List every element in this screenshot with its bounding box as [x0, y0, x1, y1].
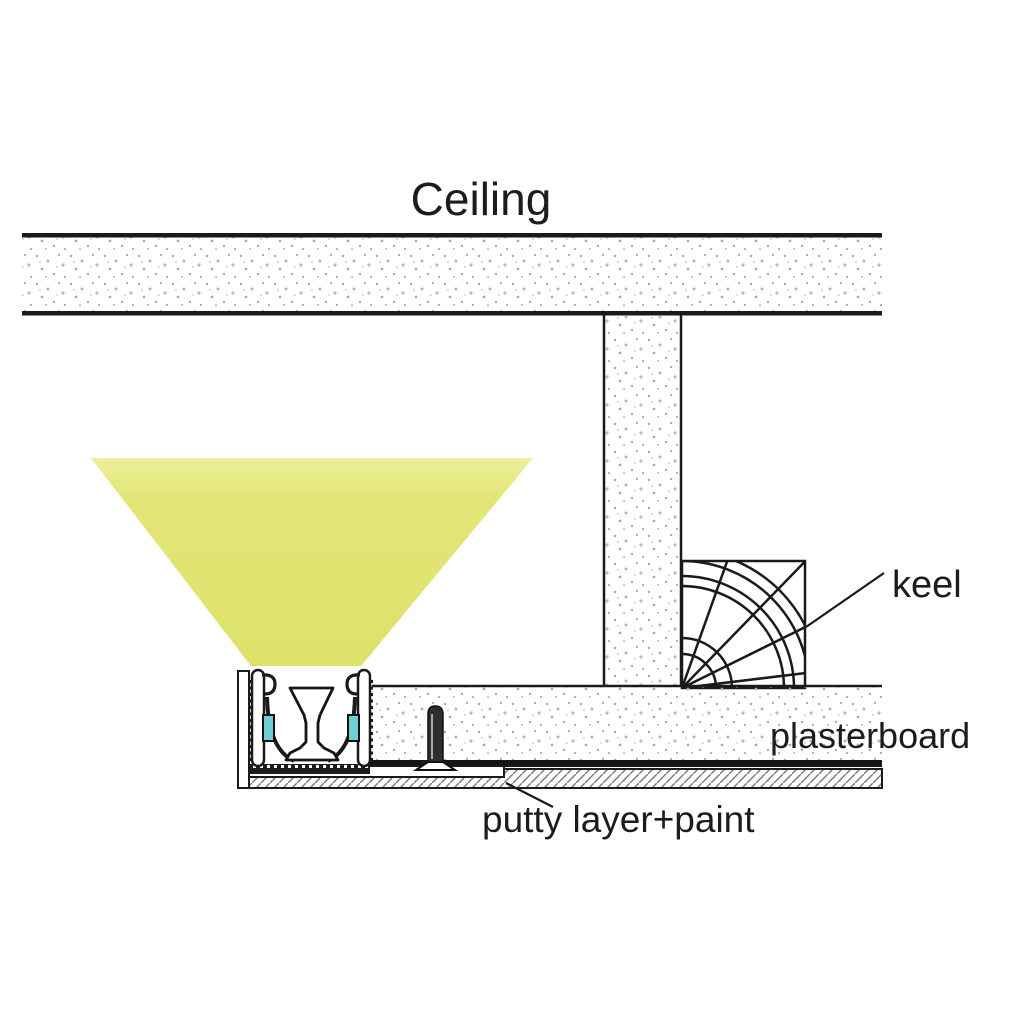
label-putty-layer: putty layer+paint [482, 799, 755, 840]
label-plasterboard: plasterboard [770, 715, 970, 756]
profile-hook-right [345, 673, 361, 696]
plasterboard-bottom-edge [368, 760, 882, 767]
led-profile-trim [237, 670, 505, 789]
lens-funnel [284, 686, 340, 762]
led-strip-right [347, 714, 360, 742]
ceiling-slab [22, 233, 882, 316]
mounting-screw [412, 705, 459, 771]
led-profile-channel [249, 668, 373, 774]
leader-line-keel [805, 572, 885, 628]
label-ceiling: Ceiling [411, 173, 552, 225]
keel-stud [602, 315, 683, 687]
label-keel: keel [892, 564, 962, 606]
leader-line-putty [505, 782, 554, 808]
keel-section-symbol [680, 559, 807, 690]
plasterboard-panel [372, 684, 882, 761]
profile-hook-left [261, 673, 277, 696]
led-strip-left [262, 714, 275, 742]
light-beam [91, 458, 533, 666]
